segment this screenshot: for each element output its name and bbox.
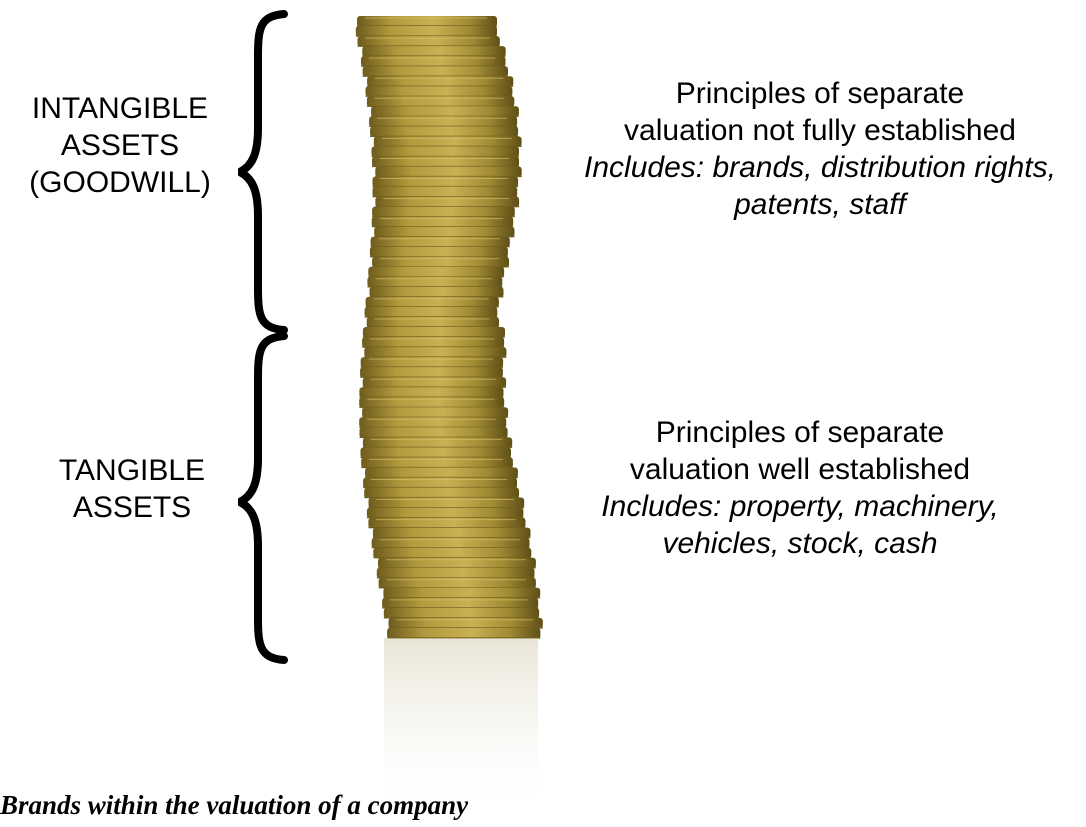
coin: [388, 617, 543, 629]
coin: [376, 567, 535, 579]
coin: [378, 577, 536, 589]
curly-braces: [238, 10, 288, 664]
coin: [362, 327, 505, 338]
intangible-description: Principles of separate valuation not ful…: [560, 75, 1080, 223]
coin: [374, 226, 515, 238]
coin: [367, 76, 514, 87]
coin: [378, 557, 536, 569]
coin: [364, 306, 498, 318]
coin: [372, 156, 519, 168]
coin: [368, 497, 525, 509]
tangible-desc-line-1: Principles of separate: [655, 416, 945, 449]
coin: [387, 628, 541, 639]
coin: [362, 407, 509, 418]
coin: [382, 597, 539, 609]
coin: [365, 467, 518, 479]
tangible-desc-line-2: valuation well established: [629, 453, 971, 486]
coin: [372, 256, 509, 268]
coin: [375, 196, 520, 208]
intangible-assets-label: INTANGIBLE ASSETS (GOODWILL): [0, 90, 240, 201]
coin: [359, 387, 504, 398]
tangible-assets-label: TANGIBLE ASSETS: [12, 452, 252, 526]
coin: [363, 477, 517, 489]
coin: [383, 607, 540, 619]
coin: [366, 96, 515, 107]
coin: [360, 447, 511, 458]
coin: [362, 46, 506, 57]
coin: [372, 186, 518, 198]
coin: [365, 296, 499, 308]
coin: [373, 547, 532, 559]
coin: [368, 266, 505, 278]
coin: [364, 347, 507, 358]
coin: [359, 417, 507, 428]
figure-caption: Brands within the valuation of a company: [0, 790, 469, 820]
coin: [360, 357, 504, 368]
coin: [371, 106, 519, 117]
coin: [375, 166, 522, 178]
coin: [367, 276, 503, 288]
coin: [362, 377, 507, 388]
coin: [383, 587, 541, 599]
coin: [369, 286, 504, 298]
coin: [366, 507, 524, 519]
tangible-includes-line-1: Includes: property, machinery,: [601, 490, 999, 523]
coin: [371, 537, 530, 549]
coin: [368, 517, 526, 529]
coin: [360, 367, 503, 378]
tangible-includes-line-2: vehicles, stock, cash: [662, 527, 938, 560]
coin: [372, 206, 515, 218]
tangible-label-line-1: TANGIBLE: [58, 454, 206, 487]
coin: [362, 66, 508, 77]
tangible-label-line-2: ASSETS: [72, 491, 192, 524]
coin: [370, 126, 519, 137]
coin: [366, 317, 499, 328]
coin: [371, 146, 519, 157]
coin: [362, 337, 505, 348]
tangible-brace: [238, 332, 288, 664]
coin: [372, 176, 519, 188]
coin-stack-image: [355, 16, 543, 808]
coin: [372, 527, 531, 539]
coin: [361, 457, 513, 468]
coin: [362, 437, 513, 448]
coin-stack: [355, 16, 543, 639]
intangible-includes-line-2: patents, staff: [734, 188, 906, 221]
coin: [365, 86, 513, 97]
coin: [357, 16, 497, 27]
coin: [359, 427, 508, 438]
intangible-label-line-1: INTANGIBLE: [31, 92, 209, 125]
coin: [371, 216, 514, 228]
intangible-includes-line-1: Includes: brands, distribution rights,: [584, 151, 1056, 184]
intangible-brace: [238, 10, 288, 334]
intangible-label-line-2: ASSETS: [60, 129, 180, 162]
coin: [361, 56, 506, 67]
coin: [364, 487, 519, 499]
intangible-desc-line-2: valuation not fully established: [624, 114, 1016, 147]
coin: [355, 26, 497, 37]
intangible-desc-line-1: Principles of separate: [675, 77, 965, 110]
coin-stack-reflection: [384, 638, 538, 808]
coin: [369, 116, 518, 127]
coin: [370, 236, 510, 248]
intangible-label-line-3: (GOODWILL): [29, 166, 211, 199]
coin: [357, 36, 500, 47]
coin: [369, 246, 508, 258]
coin: [359, 397, 505, 408]
coin: [373, 136, 522, 147]
tangible-description: Principles of separate valuation well es…: [560, 414, 1040, 562]
